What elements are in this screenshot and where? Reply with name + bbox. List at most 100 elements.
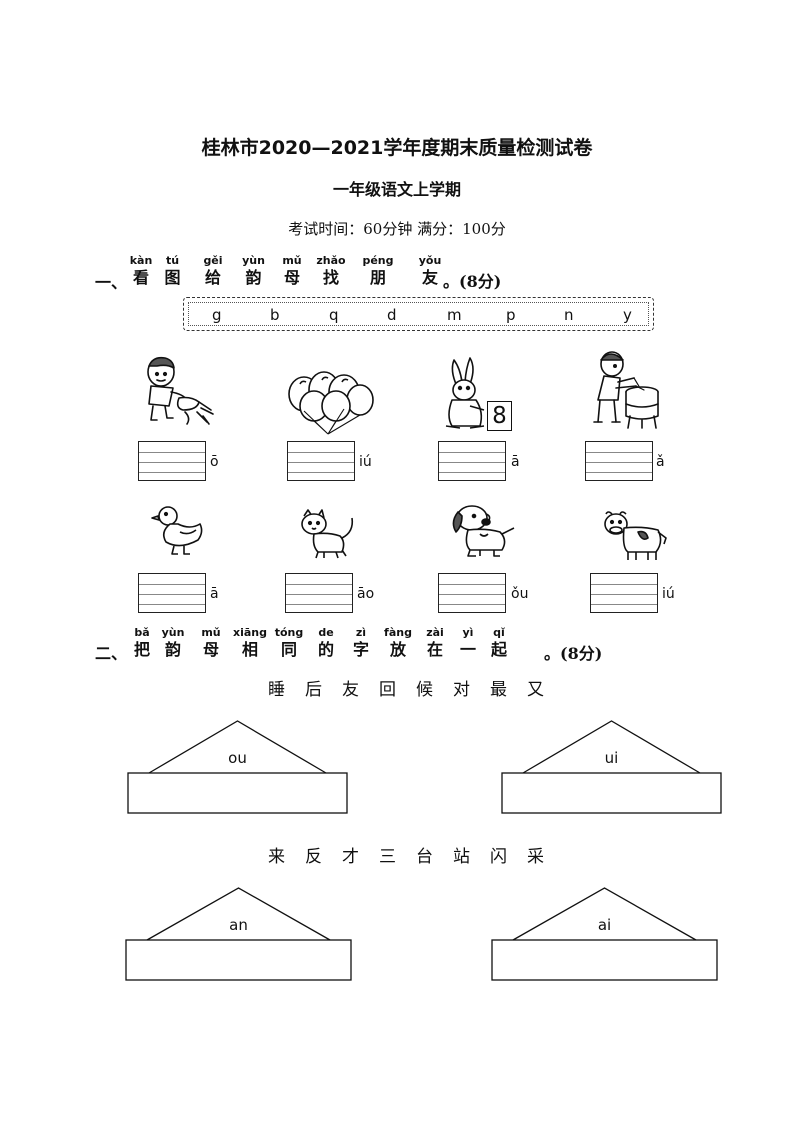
- section1-score: 。(8分): [443, 272, 502, 291]
- pinyin: fàng: [384, 626, 412, 639]
- pinyin: péng: [362, 254, 394, 267]
- house-roof: [522, 720, 701, 774]
- hanzi: 字: [352, 640, 369, 659]
- pinyin: yùn: [161, 626, 185, 639]
- writing-box[interactable]: [285, 573, 353, 613]
- writing-box[interactable]: [287, 441, 355, 481]
- writing-box[interactable]: [590, 573, 658, 613]
- hanzi: 给: [204, 268, 221, 287]
- house-answer-box: [501, 772, 722, 814]
- hanzi: 看: [132, 268, 149, 287]
- pinyin: de: [318, 626, 334, 639]
- pinyin: kàn: [129, 254, 153, 267]
- cow-icon: [604, 511, 667, 560]
- writing-box[interactable]: [585, 441, 653, 481]
- house-answer-box: [491, 939, 718, 981]
- hanzi: 在: [426, 640, 443, 659]
- vowel-label: ō: [210, 454, 219, 470]
- cat-icon: [301, 509, 354, 559]
- page-subtitle: 一年级语文上学期: [332, 180, 461, 199]
- sort-char: 对: [453, 680, 470, 700]
- duck-icon: [151, 506, 203, 555]
- sort-char: 站: [453, 847, 470, 867]
- house-label: ui: [604, 749, 619, 767]
- house-answer-box: [127, 772, 348, 814]
- vowel-label: ǒu: [511, 586, 529, 602]
- sort-char: 台: [416, 847, 433, 867]
- writing-box[interactable]: [138, 441, 206, 481]
- writing-box[interactable]: [438, 573, 506, 613]
- section1-number: 一、: [95, 273, 128, 292]
- pinyin: zhǎo: [316, 254, 346, 267]
- answer-house[interactable]: [125, 887, 352, 982]
- hanzi: 母: [202, 640, 219, 659]
- balloons-icon: [288, 371, 374, 435]
- sort-char: 睡: [268, 680, 285, 700]
- letter-item: m: [447, 306, 462, 324]
- hanzi: 韵: [164, 640, 181, 659]
- vowel-label: iú: [359, 454, 372, 470]
- vowel-label: ā: [210, 586, 219, 602]
- hanzi: 一: [459, 640, 476, 659]
- hanzi: 起: [490, 640, 507, 659]
- pinyin: tú: [165, 254, 180, 267]
- house-answer-box: [125, 939, 352, 981]
- letter-item: q: [329, 306, 339, 324]
- sort-char: 最: [490, 680, 507, 700]
- hanzi: 的: [317, 640, 334, 659]
- answer-house[interactable]: [491, 887, 718, 982]
- pinyin: tóng: [274, 626, 304, 639]
- drummer-icon: [593, 351, 659, 429]
- pinyin: mǔ: [201, 626, 221, 639]
- house-roof: [146, 887, 331, 941]
- pinyin: xiāng: [233, 626, 267, 639]
- digit-card: 8: [487, 401, 512, 431]
- answer-house[interactable]: [501, 720, 722, 815]
- letter-item: b: [270, 306, 280, 324]
- hanzi: 把: [133, 640, 150, 659]
- section2-number: 二、: [95, 644, 128, 663]
- pinyin: zài: [426, 626, 444, 639]
- writing-box[interactable]: [438, 441, 506, 481]
- letter-item: g: [212, 306, 222, 324]
- dog-icon: [452, 505, 515, 557]
- house-label: ou: [228, 749, 247, 767]
- letter-item: d: [387, 306, 397, 324]
- hanzi: 放: [389, 640, 406, 659]
- page-title: 桂林市2020—2021学年度期末质量检测试卷: [201, 137, 593, 159]
- sort-char: 回: [379, 680, 396, 700]
- house-label: an: [229, 916, 248, 934]
- hanzi: 友: [421, 268, 438, 287]
- vowel-label: ā: [511, 454, 520, 470]
- hanzi: 朋: [369, 268, 386, 287]
- sort-char: 反: [305, 847, 322, 867]
- sort-char: 才: [342, 847, 359, 867]
- hanzi: 相: [241, 640, 258, 659]
- hanzi: 母: [283, 268, 300, 287]
- exam-meta: 考试时间：60分钟 满分：100分: [288, 220, 506, 238]
- answer-house[interactable]: [127, 720, 348, 815]
- hanzi: 图: [164, 268, 181, 287]
- pinyin: yǒu: [418, 254, 442, 267]
- writing-box[interactable]: [138, 573, 206, 613]
